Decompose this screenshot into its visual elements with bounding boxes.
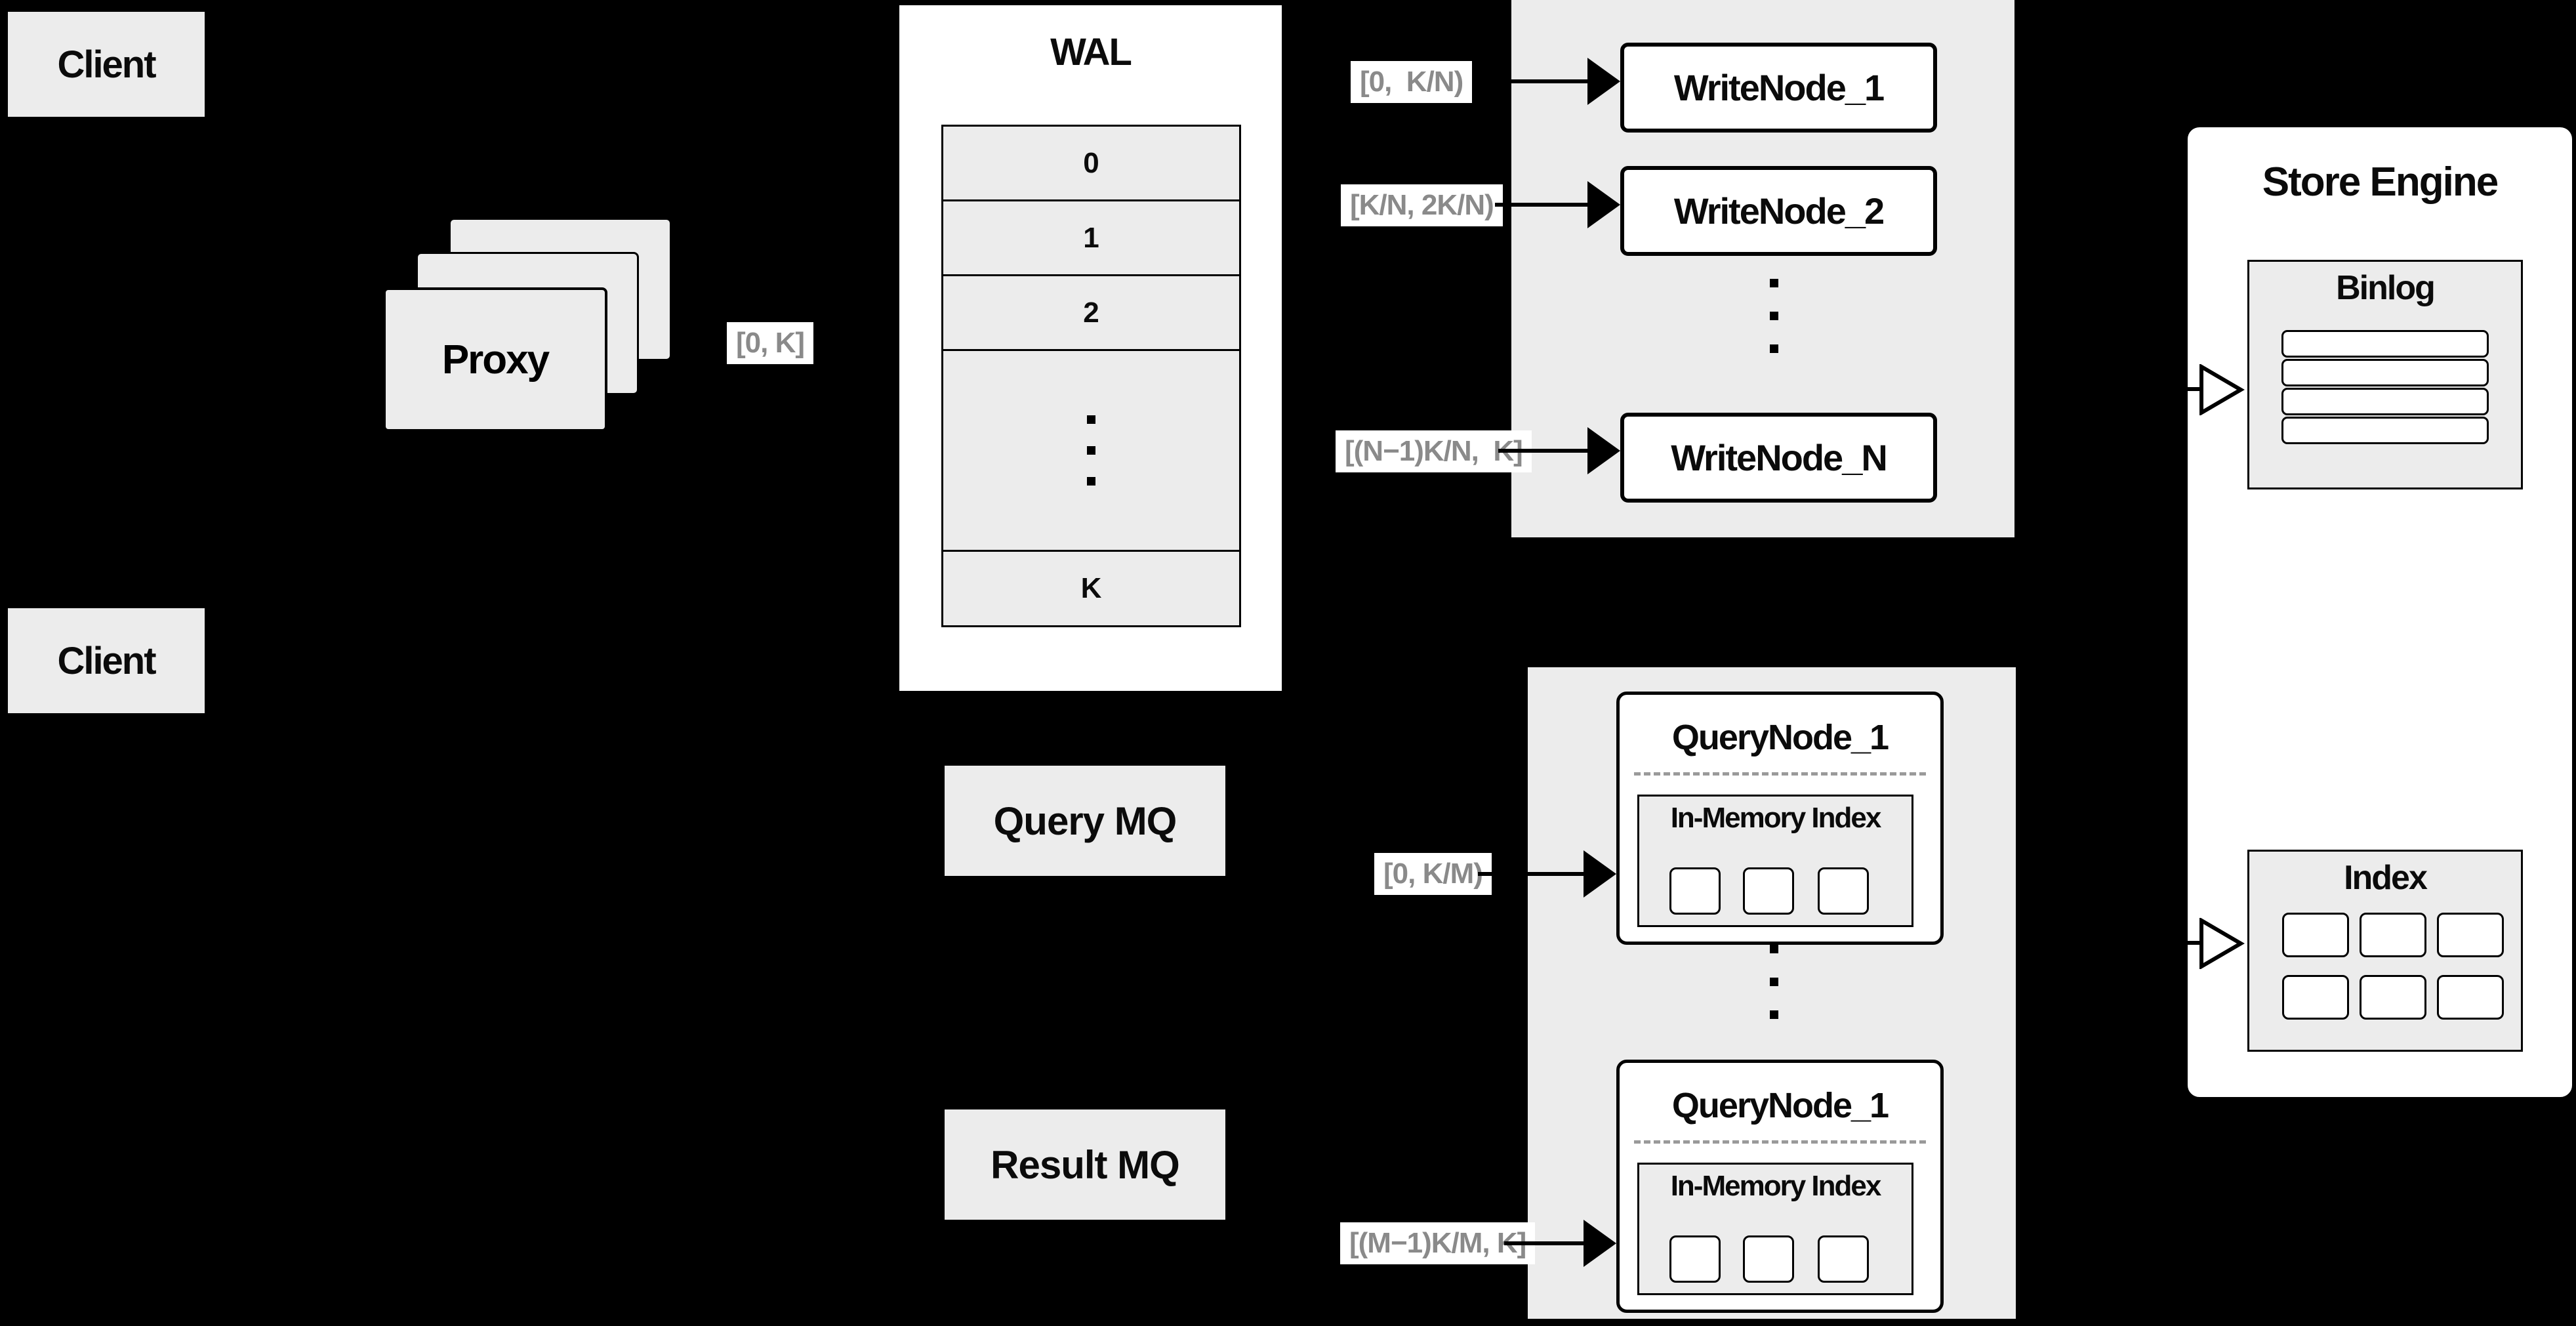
store-engine-title: Store Engine (2262, 159, 2499, 205)
range-label-querynode-1: [0, K/M) (1374, 853, 1492, 896)
client-box-bottom: Client (8, 608, 205, 713)
binlog-segment-bar (2281, 417, 2489, 444)
in-memory-index-title: In-Memory Index (1670, 1170, 1882, 1202)
in-memory-index-title: In-Memory Index (1670, 802, 1882, 834)
ellipsis-dots (1770, 945, 1778, 1019)
wal-segment-table: 0 1 2 K (941, 125, 1241, 627)
dashed-divider (1634, 1140, 1926, 1144)
open-arrow-head-icon (2199, 364, 2245, 415)
wal-title: WAL (1050, 31, 1132, 73)
binlog-box: Binlog (2247, 260, 2523, 489)
wal-segment-row: 0 (943, 127, 1239, 201)
arrow-shaft (1498, 449, 1589, 453)
index-cell (2437, 913, 2504, 957)
index-cell (2360, 975, 2426, 1020)
arrow-head-icon (1587, 181, 1620, 228)
memory-segment-cell (1743, 1235, 1794, 1283)
wal-segment-row: 2 (943, 276, 1239, 351)
query-mq-box: Query MQ (945, 766, 1225, 876)
index-box: Index (2247, 850, 2523, 1052)
arrow-head-icon (1587, 58, 1620, 105)
wal-ellipsis-row (943, 351, 1239, 552)
query-node-title: QueryNode_1 (1671, 1086, 1889, 1125)
wal-segment-row: 1 (943, 201, 1239, 276)
memory-segment-cell (1743, 867, 1794, 915)
arrow-shaft (1473, 79, 1589, 83)
dashed-divider (1634, 772, 1926, 776)
wal-box: WAL 0 1 2 K (897, 3, 1284, 693)
write-node-1-box: WriteNode_1 (1620, 43, 1937, 133)
query-node-1-box: QueryNode_1 In-Memory Index (1616, 692, 1944, 945)
result-mq-box: Result MQ (945, 1109, 1225, 1220)
in-memory-index-box: In-Memory Index (1637, 795, 1913, 927)
open-arrow-head-icon (2199, 918, 2245, 969)
arrow-shaft (2125, 387, 2203, 391)
arrow-head-icon (1584, 1220, 1616, 1267)
arrow-shaft (1478, 872, 1585, 876)
range-label-querynode-m: [(M−1)K/M, K] (1340, 1222, 1536, 1265)
binlog-segment-bar (2281, 330, 2489, 358)
arrow-shaft (2125, 941, 2203, 945)
client-box-top: Client (8, 12, 205, 117)
proxy-box: Proxy (383, 287, 607, 432)
ellipsis-dot (1087, 446, 1095, 455)
binlog-segment-bar (2281, 359, 2489, 386)
index-cell (2282, 913, 2349, 957)
range-label-writenode-1: [0, K/N) (1351, 61, 1473, 104)
memory-segment-cell (1818, 867, 1869, 915)
memory-segment-cell (1669, 867, 1721, 915)
ellipsis-dot (1087, 477, 1095, 486)
wal-segment-row: K (943, 552, 1239, 625)
ellipsis-dots (1770, 279, 1778, 353)
query-node-title: QueryNode_1 (1671, 718, 1889, 757)
arrow-head-icon (1587, 427, 1620, 474)
range-label-proxy-to-wal: [0, K] (727, 322, 813, 365)
in-memory-index-box: In-Memory Index (1637, 1163, 1913, 1295)
arrow-head-icon (1584, 850, 1616, 898)
index-cell (2360, 913, 2426, 957)
binlog-segment-bar (2281, 388, 2489, 415)
memory-segment-cell (1818, 1235, 1869, 1283)
store-engine-box: Store Engine Binlog Index (2185, 125, 2575, 1100)
ellipsis-dot (1087, 415, 1095, 424)
range-label-writenode-2: [K/N, 2K/N) (1341, 184, 1503, 227)
binlog-title: Binlog (2336, 269, 2436, 307)
index-cell (2282, 975, 2349, 1020)
index-cell (2437, 975, 2504, 1020)
write-node-2-box: WriteNode_2 (1620, 166, 1937, 256)
write-node-n-box: WriteNode_N (1620, 413, 1937, 503)
index-title: Index (2344, 859, 2428, 897)
arrow-shaft (1504, 1241, 1585, 1245)
arrow-shaft (1495, 203, 1589, 207)
query-node-m-box: QueryNode_1 In-Memory Index (1616, 1060, 1944, 1313)
memory-segment-cell (1669, 1235, 1721, 1283)
